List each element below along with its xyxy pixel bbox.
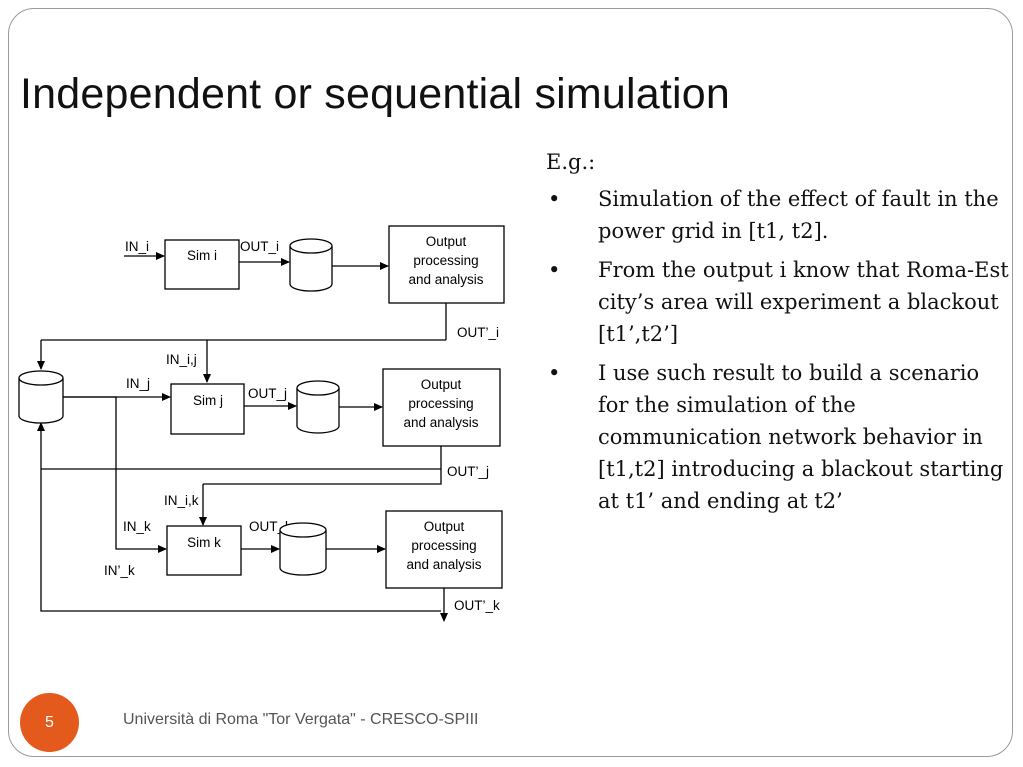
connector-out-j <box>203 446 442 485</box>
bullet-text: From the output i know that Roma-Est cit… <box>598 258 1009 346</box>
bullet-dot: • <box>548 361 561 385</box>
sim-k-label: Sim k <box>187 535 221 550</box>
sim-k-box <box>166 525 242 576</box>
processing-box-k <box>385 510 503 589</box>
label-in-k: IN_k <box>123 519 151 534</box>
sim-j-label: Sim j <box>193 393 223 408</box>
arrow-in-k <box>63 396 167 553</box>
label-in-j: IN_j <box>126 376 150 391</box>
sim-i-box <box>164 239 240 290</box>
sim-j-box <box>170 383 245 435</box>
bullet-item: • Simulation of the effect of fault in t… <box>546 183 1011 247</box>
processing-k-line2: processing <box>411 538 476 553</box>
processing-i-line3: and analysis <box>408 272 483 287</box>
label-in-ik-text: IN_i,k <box>164 493 199 508</box>
label-out-j: OUT_j <box>248 386 287 401</box>
database-i-icon <box>289 238 333 292</box>
bullet-dot: • <box>548 258 561 282</box>
processing-k-line3: and analysis <box>406 557 481 572</box>
example-text: E.g.: • Simulation of the effect of faul… <box>546 146 1011 524</box>
label-in-ij: IN_i,j <box>166 352 197 367</box>
slide-title: Independent or sequential simulation <box>20 70 731 118</box>
processing-j-line3: and analysis <box>403 415 478 430</box>
processing-k-line1: Output <box>424 519 465 534</box>
label-in-i: IN_i <box>125 239 149 254</box>
page-number-badge: 5 <box>20 693 79 752</box>
processing-j-line1: Output <box>421 377 462 392</box>
page-number: 5 <box>45 713 54 731</box>
label-out-i: OUT_i <box>240 239 279 254</box>
slide-frame <box>8 8 1013 757</box>
bullet-text: Simulation of the effect of fault in the… <box>598 187 999 243</box>
database-j-icon <box>296 380 340 434</box>
processing-i-line1: Output <box>426 234 467 249</box>
label-out-prime-i: OUT’_i <box>457 325 499 340</box>
label-in-prime-k: IN’_k <box>104 563 135 578</box>
label-out-prime-j: OUT’_j <box>447 464 489 479</box>
shared-database-icon <box>18 370 64 424</box>
simulation-flow-diagram: IN_i Sim i OUT_i Output processing and a… <box>18 225 505 622</box>
processing-box-j <box>382 368 501 447</box>
label-out-prime-k: OUT’_k <box>454 598 500 613</box>
processing-j-line2: processing <box>408 396 473 411</box>
bullet-text: I use such result to build a scenario fo… <box>598 361 1004 513</box>
processing-i-line2: processing <box>413 253 478 268</box>
example-lead: E.g.: <box>546 150 596 174</box>
sim-i-label: Sim i <box>187 248 217 263</box>
processing-box-i <box>388 225 505 304</box>
bullet-item: • I use such result to build a scenario … <box>546 357 1011 517</box>
footer-text: Università di Roma "Tor Vergata" - CRESC… <box>123 711 479 728</box>
bullet-item: • From the output i know that Roma-Est c… <box>546 254 1011 350</box>
database-k-icon <box>279 522 327 576</box>
feedback-out-k <box>37 422 441 612</box>
bullet-dot: • <box>548 187 561 211</box>
